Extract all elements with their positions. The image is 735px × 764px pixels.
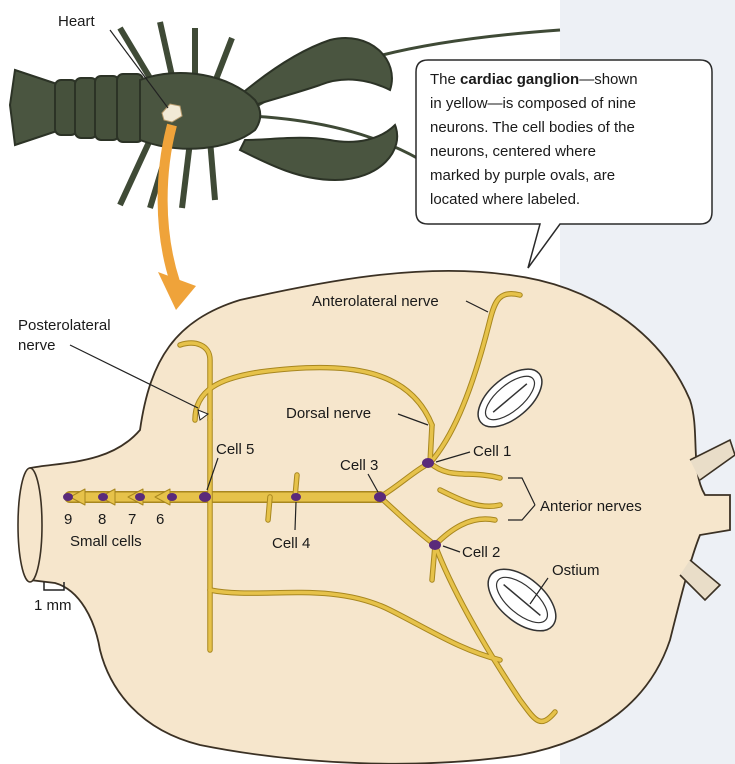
heart-label: Heart	[58, 13, 96, 30]
cell-2-label: Cell 2	[462, 544, 500, 561]
cell-7	[135, 493, 145, 501]
small-cells-label: Small cells	[70, 533, 142, 550]
cell-3-label: Cell 3	[340, 457, 378, 474]
small-cell-6-label: 6	[156, 511, 164, 528]
cell-5-label: Cell 5	[216, 441, 254, 458]
ostium-label: Ostium	[552, 562, 600, 579]
cell-1	[422, 458, 434, 468]
small-cell-9-label: 9	[64, 511, 72, 528]
cell-2	[429, 540, 441, 550]
cell-4	[291, 493, 301, 501]
anterior-nerves-label: Anterior nerves	[540, 498, 642, 515]
posterolateral-nerve-label-1: Posterolateral	[18, 317, 111, 334]
anterolateral-nerve-label: Anterolateral nerve	[312, 293, 439, 310]
posterolateral-nerve-label-2: nerve	[18, 337, 56, 354]
cell-5	[199, 492, 211, 502]
cell-6	[167, 493, 177, 501]
callout-line-5: marked by purple ovals, are	[430, 167, 615, 184]
small-cell-8-label: 8	[98, 511, 106, 528]
callout-line-4: neurons, centered where	[430, 143, 596, 160]
callout-line-1: The cardiac ganglion—shown	[430, 71, 638, 88]
callout-line-2: in yellow—is composed of nine	[430, 95, 636, 112]
heart-outline	[19, 271, 730, 764]
small-cell-7-label: 7	[128, 511, 136, 528]
callout-line-3: neurons. The cell bodies of the	[430, 119, 635, 136]
cell-1-label: Cell 1	[473, 443, 511, 460]
cell-9	[63, 493, 73, 501]
posterior-artery	[18, 468, 42, 582]
dorsal-nerve-label: Dorsal nerve	[286, 405, 371, 422]
cell-8	[98, 493, 108, 501]
callout-line-6: located where labeled.	[430, 191, 580, 208]
cell-4-label: Cell 4	[272, 535, 310, 552]
cell-3	[374, 492, 386, 502]
scale-label: 1 mm	[34, 597, 72, 614]
